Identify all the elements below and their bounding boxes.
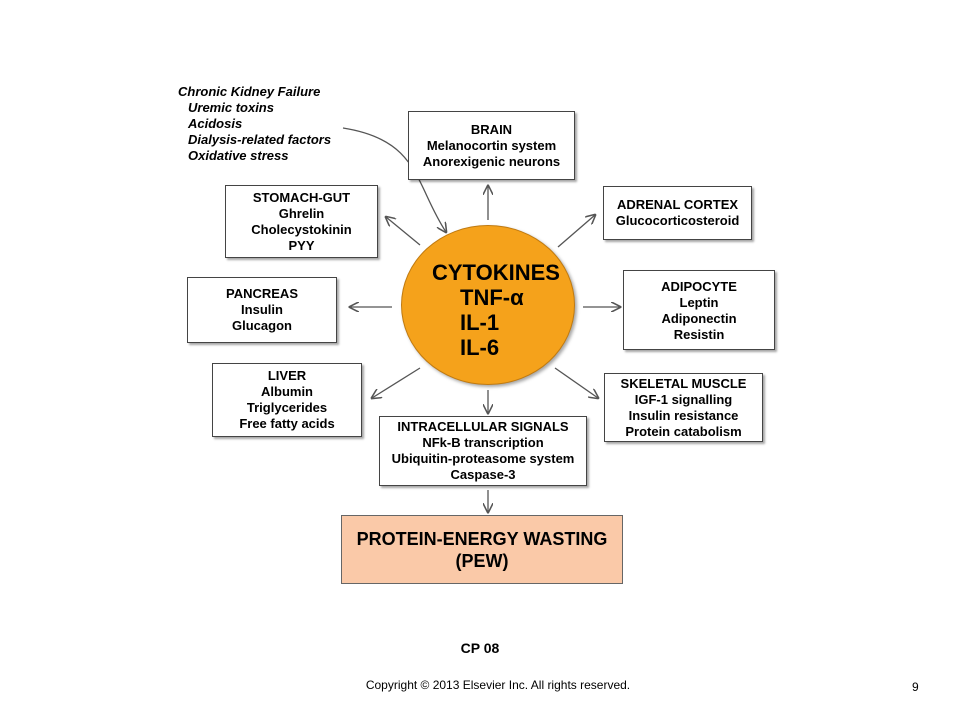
pew-box: PROTEIN-ENERGY WASTING (PEW) [341, 515, 623, 584]
signals-item: Caspase-3 [450, 467, 516, 482]
adipocyte-item: Leptin [679, 295, 719, 310]
adipocyte-box: ADIPOCYTE Leptin Adiponectin Resistin [623, 270, 775, 350]
stomach-item: PYY [288, 238, 315, 253]
liver-item: Free fatty acids [239, 416, 335, 431]
pancreas-box: PANCREAS Insulin Glucagon [187, 277, 337, 343]
signals-title: INTRACELLULAR SIGNALS [397, 419, 569, 434]
adrenal-title: ADRENAL CORTEX [616, 197, 739, 212]
adrenal-cortex-box: ADRENAL CORTEX Glucocorticosteroid [603, 186, 752, 240]
brain-item: Anorexigenic neurons [422, 154, 561, 169]
cytokines-title: CYTOKINES [432, 260, 560, 285]
ckd-factors: Chronic Kidney Failure Uremic toxins Aci… [178, 84, 353, 164]
muscle-item: Protein catabolism [625, 424, 742, 439]
brain-title: BRAIN [470, 122, 513, 137]
cytokines-circle: CYTOKINES TNF-α IL-1 IL-6 [401, 225, 575, 385]
liver-box: LIVER Albumin Triglycerides Free fatty a… [212, 363, 362, 437]
liver-item: Triglycerides [246, 400, 328, 415]
pew-title: PROTEIN-ENERGY WASTING [356, 529, 608, 549]
stomach-item: Cholecystokinin [251, 222, 352, 237]
intracellular-signals-box: INTRACELLULAR SIGNALS NFk-B transcriptio… [379, 416, 587, 486]
skeletal-muscle-box: SKELETAL MUSCLE IGF-1 signalling Insulin… [604, 373, 763, 442]
brain-box: BRAIN Melanocortin system Anorexigenic n… [408, 111, 575, 180]
liver-title: LIVER [267, 368, 307, 383]
figure-code: CP 08 [460, 640, 500, 656]
pancreas-title: PANCREAS [226, 286, 298, 301]
ckd-item: Dialysis-related factors [188, 132, 332, 147]
cytokine-item: IL-6 [460, 335, 500, 360]
cytokine-item: TNF-α [460, 285, 524, 310]
arrow-to-adrenal [557, 215, 595, 248]
stomach-item: Ghrelin [278, 206, 325, 221]
arrow-to-stomach [386, 217, 421, 246]
ckd-item: Oxidative stress [188, 148, 289, 163]
stomach-gut-box: STOMACH-GUT Ghrelin Cholecystokinin PYY [225, 185, 378, 258]
brain-item: Melanocortin system [426, 138, 557, 153]
arrow-to-liver [372, 367, 421, 398]
ckd-item: Uremic toxins [188, 100, 274, 115]
liver-item: Albumin [261, 384, 313, 399]
stomach-title: STOMACH-GUT [252, 190, 351, 205]
ckd-title: Chronic Kidney Failure [178, 84, 321, 99]
signals-item: NFk-B transcription [422, 435, 544, 450]
muscle-item: IGF-1 signalling [634, 392, 733, 407]
muscle-title: SKELETAL MUSCLE [620, 376, 747, 391]
arrow-to-muscle [554, 367, 598, 398]
page-number: 9 [912, 680, 919, 694]
adipocyte-title: ADIPOCYTE [661, 279, 737, 294]
cytokine-item: IL-1 [460, 310, 500, 335]
ckd-item: Acidosis [188, 116, 243, 131]
copyright-notice: Copyright © 2013 Elsevier Inc. All right… [365, 678, 631, 692]
adipocyte-item: Adiponectin [661, 311, 737, 326]
signals-item: Ubiquitin-proteasome system [391, 451, 575, 466]
muscle-item: Insulin resistance [628, 408, 739, 423]
adrenal-item: Glucocorticosteroid [615, 213, 740, 228]
pew-abbrev: (PEW) [455, 551, 509, 571]
pancreas-item: Insulin [241, 302, 283, 317]
pancreas-item: Glucagon [232, 318, 292, 333]
adipocyte-item: Resistin [673, 327, 725, 342]
